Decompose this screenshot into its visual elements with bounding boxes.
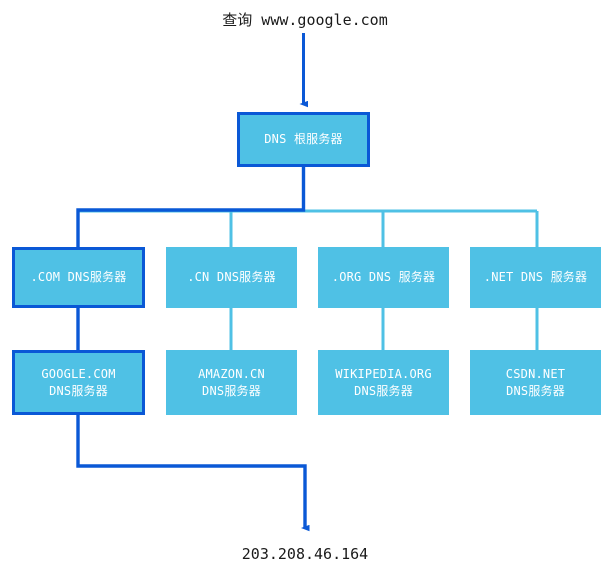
node-tld-org[interactable]: .ORG DNS 服务器 [318,247,449,308]
node-tld-net[interactable]: .NET DNS 服务器 [470,247,601,308]
resolved-ip-result: 203.208.46.164 [241,545,369,563]
node-tld-com[interactable]: .COM DNS服务器 [12,247,145,308]
node-authoritative-google-com[interactable]: GOOGLE.COM DNS服务器 [12,350,145,415]
highlight-path-google-to-result [76,415,310,532]
node-authoritative-wikipedia-org[interactable]: WIKIPEDIA.ORG DNS服务器 [318,350,449,415]
query-title: 查询 www.google.com [222,11,388,29]
node-tld-cn[interactable]: .CN DNS服务器 [166,247,297,308]
node-authoritative-csdn-net[interactable]: CSDN.NET DNS服务器 [470,350,601,415]
node-dns-root-server[interactable]: DNS 根服务器 [237,112,370,167]
highlight-path-root-to-com [76,167,306,247]
node-authoritative-amazon-cn[interactable]: AMAZON.CN DNS服务器 [166,350,297,415]
